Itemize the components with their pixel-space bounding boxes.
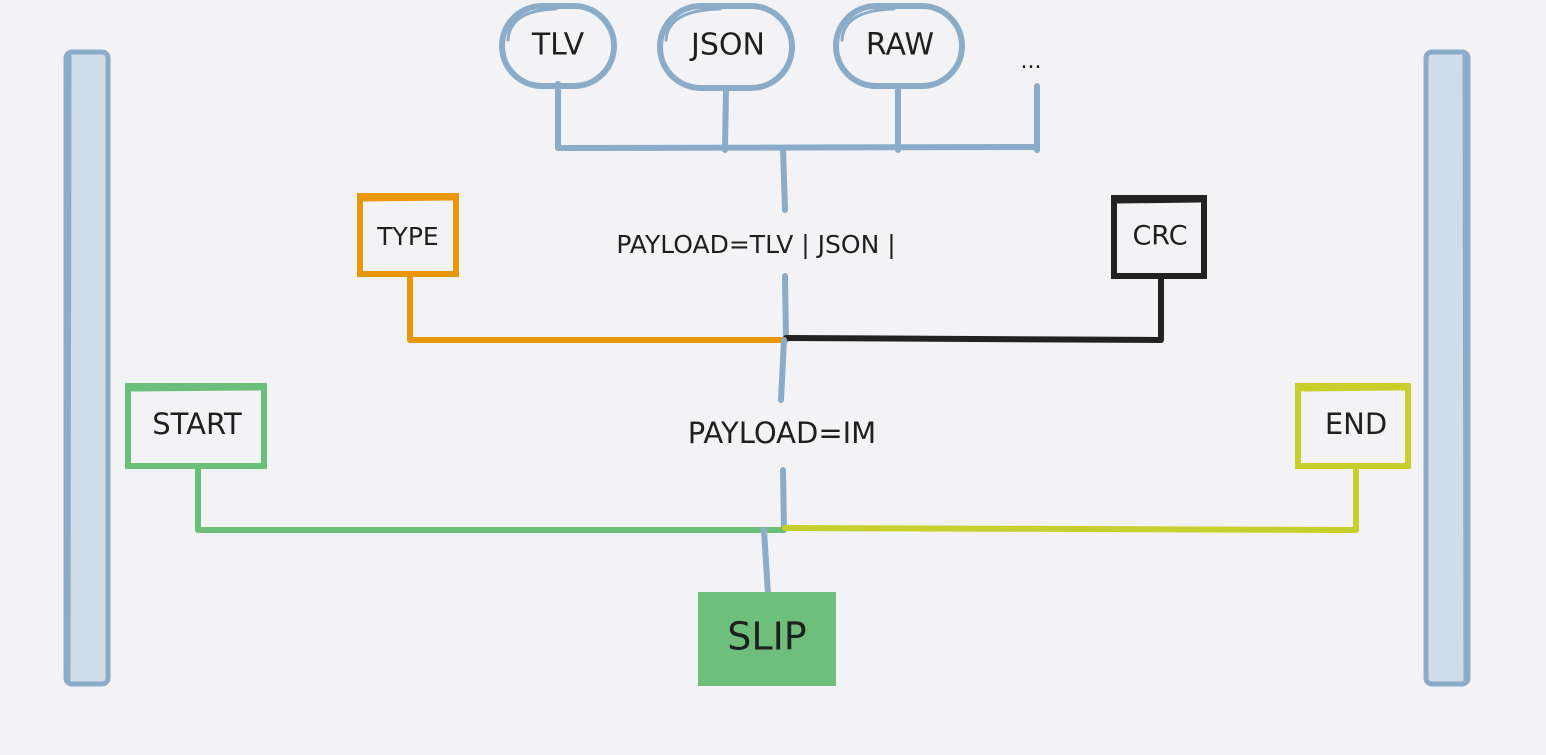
tlv-node: TLV bbox=[499, 3, 617, 89]
right-rail bbox=[1423, 49, 1471, 687]
slip-label: SLIP bbox=[727, 615, 806, 659]
left-rail bbox=[63, 49, 111, 687]
raw-label: RAW bbox=[866, 28, 934, 63]
slip-node: SLIP bbox=[698, 592, 836, 686]
type-crc-connectors bbox=[407, 273, 1164, 403]
end-label: END bbox=[1325, 407, 1387, 441]
crc-label: CRC bbox=[1132, 221, 1187, 252]
crc-node: CRC bbox=[1111, 195, 1207, 279]
type-label: TYPE bbox=[376, 222, 438, 251]
type-node: TYPE bbox=[357, 193, 459, 277]
tlv-label: TLV bbox=[531, 28, 585, 63]
format-connectors bbox=[555, 81, 1040, 213]
payload-inner-label: PAYLOAD=TLV | JSON | bbox=[616, 230, 895, 259]
end-node: END bbox=[1295, 383, 1411, 469]
json-node: JSON bbox=[657, 3, 795, 91]
start-end-connectors bbox=[195, 463, 1359, 597]
start-label: START bbox=[152, 407, 242, 441]
more-formats-label: ... bbox=[1021, 49, 1042, 74]
start-node: START bbox=[125, 383, 267, 469]
payload-outer-label: PAYLOAD=IM bbox=[688, 416, 876, 450]
raw-node: RAW bbox=[833, 3, 965, 89]
json-label: JSON bbox=[689, 28, 765, 63]
